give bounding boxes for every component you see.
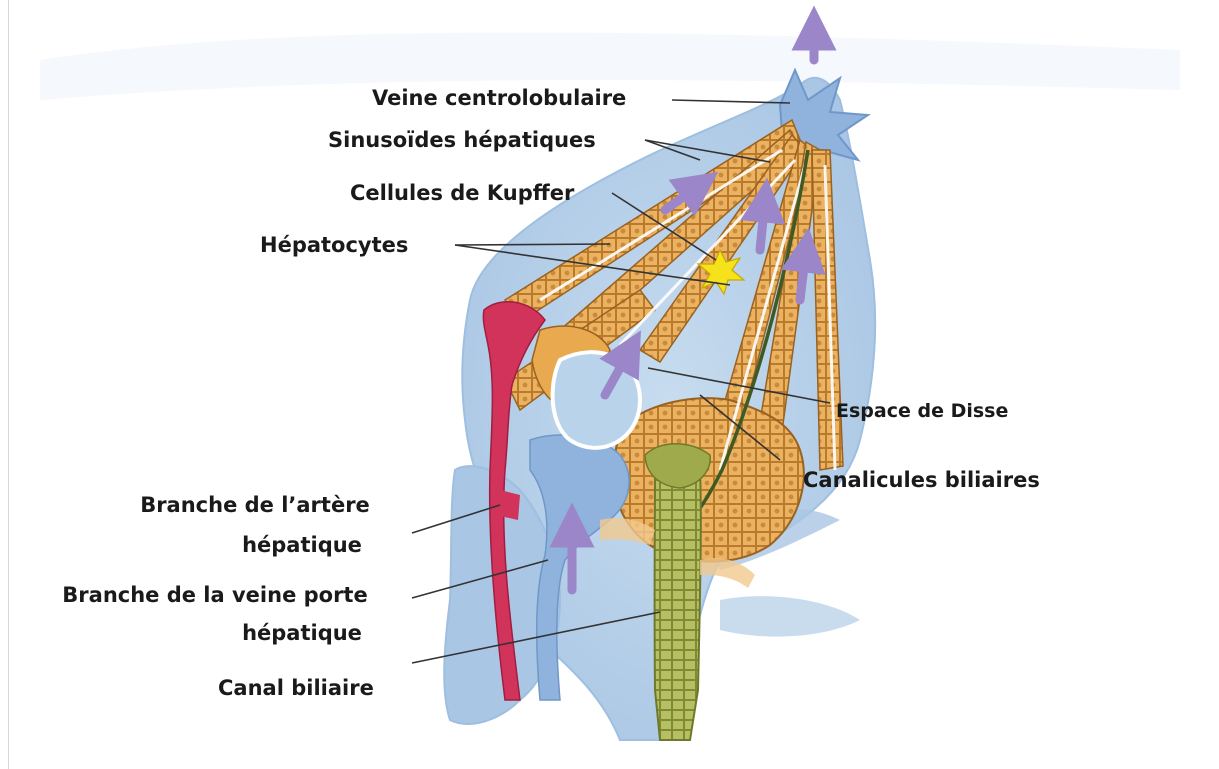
bile-duct [655, 470, 701, 740]
label-cellules-kupffer: Cellules de Kupffer [350, 180, 574, 206]
label-sinusoides-hepatiques: Sinusoïdes hépatiques [328, 127, 596, 153]
label-espace-de-disse: Espace de Disse [836, 398, 1008, 424]
label-canalicules-biliaires: Canalicules biliaires [803, 467, 1040, 493]
label-branche-artere-line2: hépatique [212, 532, 392, 558]
label-branche-artere-line1: Branche de l’artère [120, 492, 390, 518]
label-branche-veine-porte-line2: hépatique [212, 620, 392, 646]
label-veine-centrolobulaire: Veine centrolobulaire [372, 85, 626, 111]
hepatic-artery-small [500, 490, 520, 520]
portal-vein-loop [553, 352, 640, 448]
label-hepatocytes: Hépatocytes [260, 232, 408, 258]
label-branche-veine-porte-line1: Branche de la veine porte [30, 582, 400, 608]
label-canal-biliaire: Canal biliaire [218, 675, 374, 701]
